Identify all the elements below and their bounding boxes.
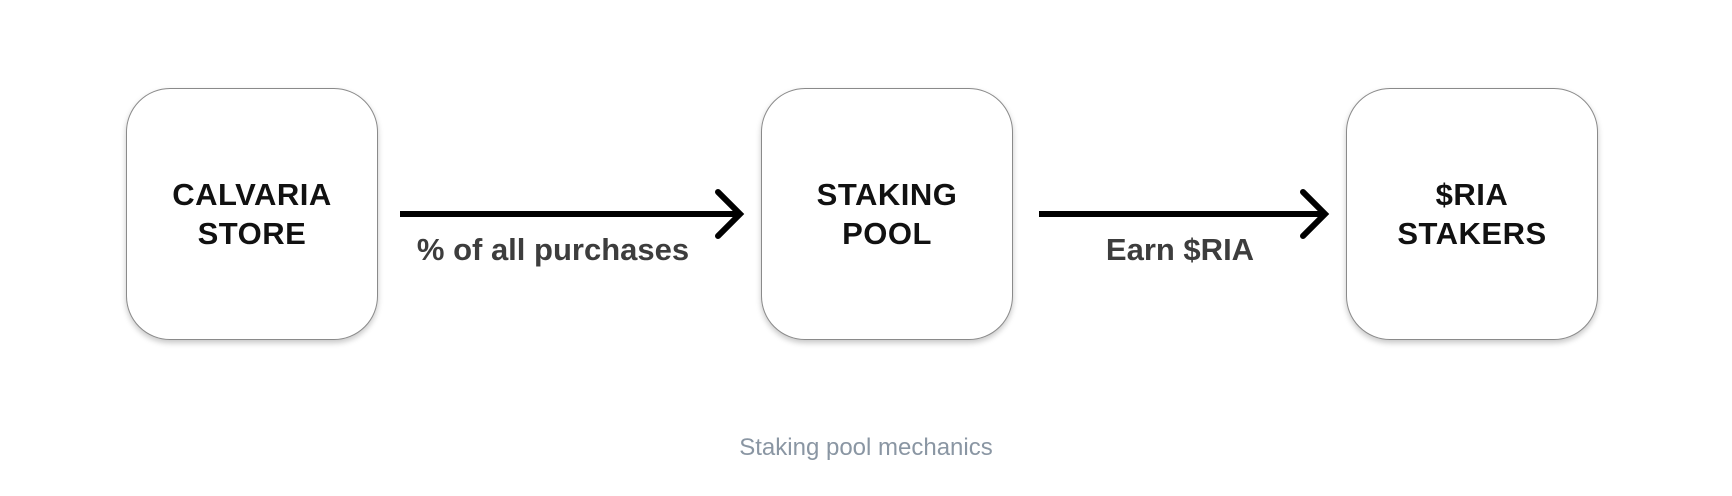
arrow-head	[1300, 189, 1330, 239]
node-staking-pool: STAKING POOL	[761, 88, 1013, 340]
edge-label-earn: Earn $RIA	[1105, 232, 1255, 267]
node-label: CALVARIA STORE	[172, 175, 332, 253]
figure-caption: Staking pool mechanics	[739, 434, 993, 461]
edge-label-purchases: % of all purchases	[416, 232, 690, 267]
node-calvaria-store: CALVARIA STORE	[126, 88, 378, 340]
node-label: STAKING POOL	[817, 175, 958, 253]
arrow-head	[715, 189, 745, 239]
node-label-line2: STAKERS	[1397, 216, 1547, 251]
arrow-pool-to-stakers	[1039, 189, 1330, 239]
node-label-line2: STORE	[197, 216, 307, 251]
node-label-line2: POOL	[842, 216, 932, 251]
node-label-line1: STAKING	[816, 177, 958, 212]
node-label: $RIA STAKERS	[1397, 175, 1546, 253]
arrow-store-to-pool	[400, 189, 745, 239]
node-ria-stakers: $RIA STAKERS	[1346, 88, 1598, 340]
node-label-line1: CALVARIA	[172, 177, 332, 212]
node-label-line1: $RIA	[1435, 177, 1509, 212]
